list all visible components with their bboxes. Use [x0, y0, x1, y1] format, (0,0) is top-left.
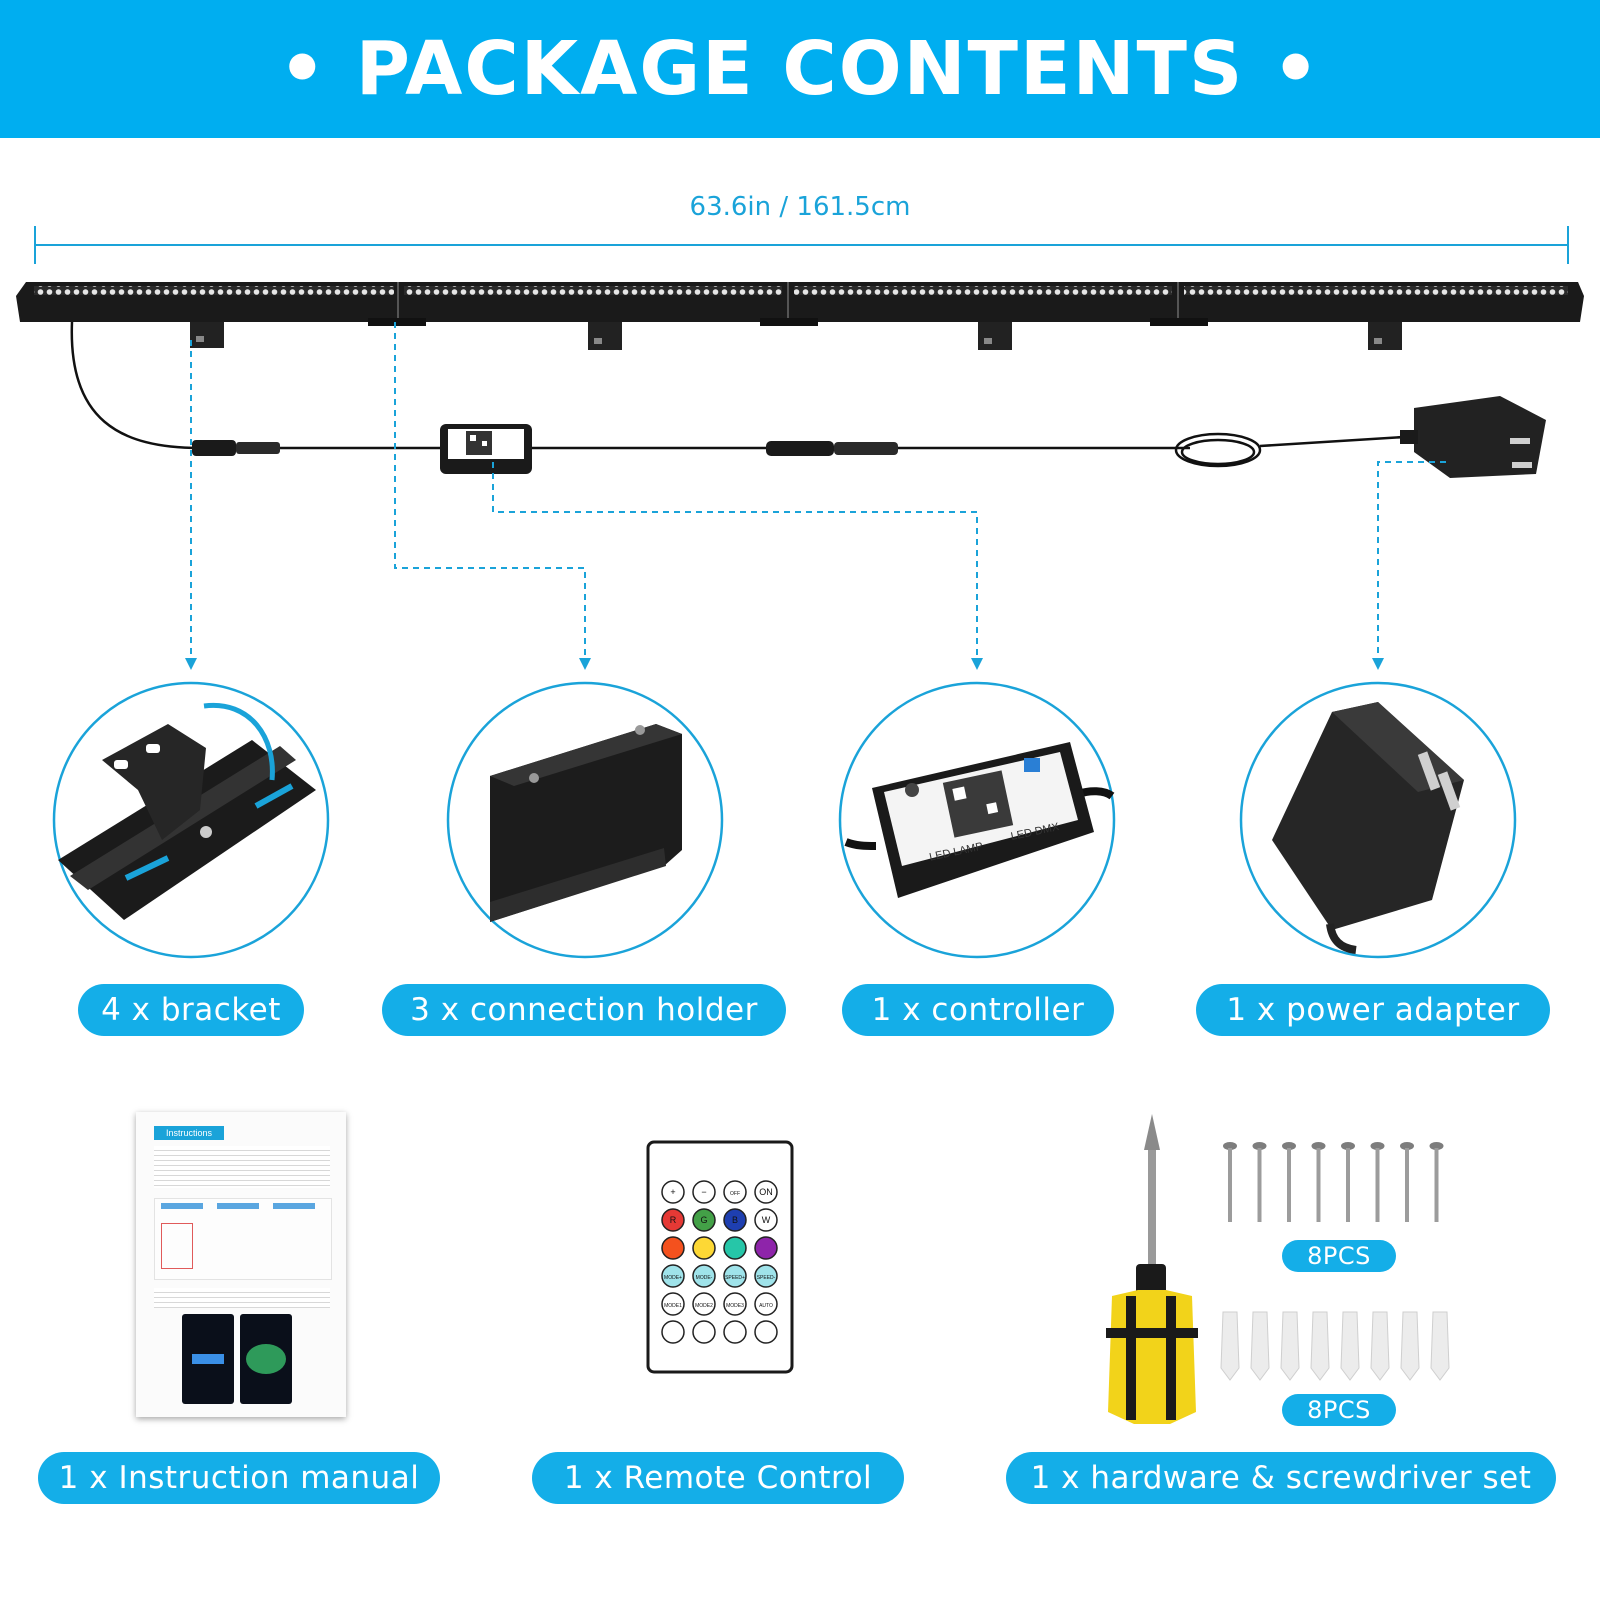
remote-button[interactable] [692, 1180, 716, 1204]
remote-button-label: G [700, 1215, 707, 1225]
remote-button-label: OFF [730, 1191, 740, 1197]
anchors-count-badge: 8PCS [1282, 1394, 1396, 1426]
screw [1252, 1142, 1267, 1150]
header-banner: • PACKAGE CONTENTS • [0, 0, 1600, 138]
remote-button-label: SPEED+ [725, 1275, 745, 1281]
remote-button-label: AUTO [759, 1303, 773, 1309]
remote-button[interactable] [723, 1292, 747, 1316]
remote-button[interactable] [723, 1320, 747, 1344]
screwdriver-icon [1106, 1114, 1198, 1424]
wall-anchor [1400, 1311, 1420, 1381]
connection-holder-detail-circle [446, 681, 724, 959]
remote-button[interactable] [692, 1236, 716, 1260]
remote-button[interactable] [723, 1264, 747, 1288]
label-hardware-set: 1 x hardware & screwdriver set [1006, 1452, 1556, 1504]
remote-button[interactable] [692, 1264, 716, 1288]
remote-button[interactable] [754, 1180, 778, 1204]
dc-connector-icon [766, 441, 834, 456]
manual-phone-screen [182, 1314, 234, 1404]
remote-button-label: − [701, 1187, 706, 1197]
manual-text-lines [154, 1146, 330, 1188]
screw-shaft [1375, 1148, 1380, 1222]
screw-shaft [1287, 1148, 1291, 1222]
dimension-line [34, 226, 1569, 264]
remote-button-label: W [762, 1215, 771, 1225]
manual-screens [154, 1198, 332, 1280]
screws-icon [1223, 1142, 1444, 1222]
remote-button[interactable] [661, 1236, 685, 1260]
remote-button[interactable] [754, 1264, 778, 1288]
wall-anchor [1310, 1311, 1330, 1381]
remote-button[interactable] [692, 1292, 716, 1316]
remote-button[interactable] [754, 1292, 778, 1316]
wall-anchor [1250, 1311, 1270, 1381]
screw-shaft [1346, 1148, 1350, 1222]
label-remote-control: 1 x Remote Control [532, 1452, 904, 1504]
screw [1223, 1142, 1237, 1150]
length-dimension-label: 63.6in / 161.5cm [689, 192, 911, 222]
remote-button-label: SPEED- [757, 1275, 776, 1281]
power-adapter-detail-circle [1239, 681, 1517, 959]
bracket-detail-circle [52, 681, 330, 959]
label-power-adapter: 1 x power adapter [1196, 984, 1550, 1036]
connector-icon [192, 440, 236, 456]
label-instruction-manual: 1 x Instruction manual [38, 1452, 440, 1504]
remote-button-label: B [732, 1215, 738, 1225]
remote-button-label: MODE2 [695, 1303, 713, 1309]
wall-anchor [1430, 1311, 1450, 1381]
screw [1282, 1142, 1296, 1150]
remote-button[interactable] [661, 1180, 685, 1204]
remote-button-label: ON [759, 1187, 773, 1197]
controller-small-icon [440, 424, 532, 474]
screw [1429, 1142, 1444, 1150]
screw-shaft [1316, 1148, 1321, 1222]
remote-button[interactable] [723, 1236, 747, 1260]
screws-count-badge: 8PCS [1282, 1240, 1396, 1272]
wall-anchors-icon [1220, 1311, 1450, 1381]
remote-button-label: MODE1 [664, 1303, 682, 1309]
remote-button-label: MODE+ [664, 1275, 682, 1281]
manual-tab: Instructions [154, 1126, 225, 1140]
remote-control: + − OFF ON R G B W MODE+ MODE- SPEED+ SPEED- MODE1 MO… [646, 1140, 794, 1374]
wall-anchor [1280, 1311, 1300, 1381]
wall-anchor [1340, 1311, 1360, 1381]
label-connection-holder: 3 x connection holder [382, 984, 786, 1036]
page-title: • PACKAGE CONTENTS • [278, 26, 1322, 112]
screw-shaft [1405, 1148, 1409, 1222]
remote-button[interactable] [754, 1208, 778, 1232]
remote-button[interactable] [723, 1180, 747, 1204]
controller-detail-circle: LED LAMP LED DMX [838, 681, 1116, 959]
remote-button[interactable] [661, 1264, 685, 1288]
remote-button[interactable] [754, 1236, 778, 1260]
remote-button[interactable] [661, 1208, 685, 1232]
remote-button-label: MODE3 [726, 1303, 744, 1309]
remote-button[interactable] [692, 1208, 716, 1232]
remote-button[interactable] [661, 1320, 685, 1344]
power-cable [70, 321, 1421, 468]
screw [1400, 1142, 1414, 1150]
remote-button[interactable] [692, 1320, 716, 1344]
led-light-bar [16, 282, 1584, 350]
screw-shaft [1257, 1148, 1262, 1222]
screw [1341, 1142, 1355, 1150]
screw-shaft [1228, 1148, 1232, 1222]
guide-lines [185, 322, 1446, 670]
remote-button-label: R [670, 1215, 677, 1225]
remote-button-label: MODE- [696, 1275, 713, 1281]
wall-anchor [1370, 1311, 1390, 1381]
wall-anchor [1220, 1311, 1240, 1381]
label-bracket: 4 x bracket [78, 984, 304, 1036]
instruction-manual: Instructions [136, 1112, 346, 1417]
screw [1370, 1142, 1385, 1150]
remote-button[interactable] [723, 1208, 747, 1232]
screw-shaft [1434, 1148, 1439, 1222]
label-controller: 1 x controller [842, 984, 1114, 1036]
remote-button-label: + [670, 1187, 675, 1197]
manual-phone-screen [240, 1314, 292, 1404]
screw [1311, 1142, 1326, 1150]
power-adapter-small-icon [1400, 396, 1546, 478]
remote-button[interactable] [754, 1320, 778, 1344]
remote-button[interactable] [661, 1292, 685, 1316]
